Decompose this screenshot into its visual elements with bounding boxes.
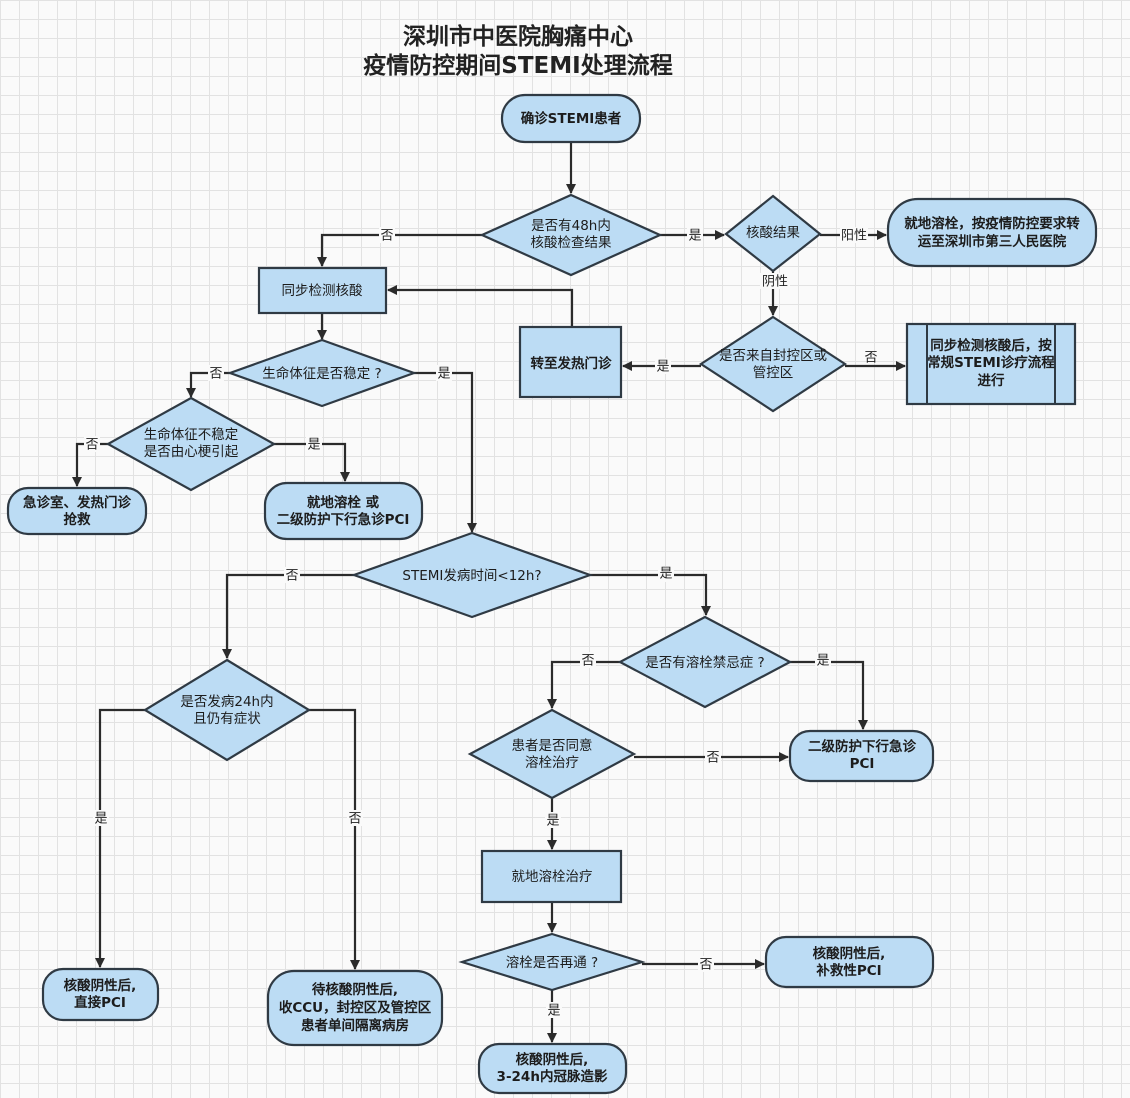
- node-text: 是否发病24h内: [180, 694, 273, 710]
- node-text: 直接PCI: [74, 994, 126, 1011]
- decision-reperfusion: 溶栓是否再通 ?: [458, 932, 646, 992]
- node-text: 同步检测核酸后，按: [930, 337, 1052, 354]
- node-sync-test: 同步检测核酸: [257, 266, 388, 315]
- node-text: 运至深圳市第三人民医院: [918, 233, 1067, 250]
- node-local-thrombolysis: 就地溶栓治疗: [480, 849, 623, 904]
- node-positive-transfer: 就地溶栓，按疫情防控要求转 运至深圳市第三人民医院: [886, 197, 1098, 268]
- node-text: PCI: [850, 756, 875, 772]
- label-no: 否: [348, 812, 361, 827]
- label-yes: 是: [816, 654, 829, 669]
- label-no: 否: [380, 229, 393, 244]
- node-text: 是否有溶栓禁忌症 ?: [645, 655, 764, 671]
- edge-vitals-yes: [414, 371, 477, 533]
- node-text: 生命体征是否稳定 ?: [262, 365, 381, 382]
- edge-contra-yes: [790, 660, 868, 730]
- label-no: 否: [706, 751, 719, 766]
- node-start: 确诊STEMI患者: [500, 93, 642, 144]
- node-emergency-pci: 二级防护下行急诊 PCI: [788, 729, 935, 783]
- edge-12h-no: [222, 573, 354, 659]
- node-angiography: 核酸阴性后, 3-24h内冠脉造影: [477, 1042, 628, 1095]
- edge-labels: 否 是 阳性 阴性 是 否 否 是 否 是 否 是 是 否 否 是 否 是 否 …: [84, 227, 878, 1019]
- decision-48h-test: 是否有48h内 核酸检查结果: [479, 193, 663, 277]
- node-text: STEMI发病时间<12h?: [402, 568, 541, 584]
- decision-test-result: 核酸结果: [724, 194, 822, 273]
- node-text: 患者单间隔离病房: [301, 1017, 409, 1034]
- node-text: 患者是否同意: [512, 737, 593, 754]
- node-text: 就地溶栓治疗: [512, 869, 593, 885]
- edge-24h-no: [309, 708, 360, 970]
- node-text: 核酸阴性后,: [813, 945, 886, 962]
- label-no: 否: [209, 367, 222, 382]
- decision-vitals-stable: 生命体征是否稳定 ?: [226, 338, 418, 408]
- label-negative: 阴性: [762, 275, 788, 290]
- node-text: 核酸阴性后,: [516, 1051, 589, 1068]
- label-yes: 是: [437, 367, 450, 382]
- decision-consent: 患者是否同意 溶栓治疗: [467, 708, 637, 800]
- node-text: 同步检测核酸: [282, 283, 363, 299]
- node-text: 抢救: [64, 511, 91, 528]
- edge-48h-no: [317, 233, 482, 267]
- node-text: 进行: [978, 372, 1006, 389]
- label-yes: 是: [307, 438, 320, 453]
- node-text: 就地溶栓 或: [307, 494, 380, 511]
- node-text: 管控区: [753, 365, 794, 381]
- node-text: 溶栓治疗: [525, 755, 579, 771]
- label-no: 否: [285, 569, 298, 584]
- node-text: 核酸阴性后,: [64, 977, 137, 994]
- decision-onset-24h: 是否发病24h内 且仍有症状: [142, 658, 312, 762]
- node-ccu: 待核酸阴性后, 收CCU，封控区及管控区 患者单间隔离病房: [266, 969, 444, 1047]
- title-line-1: 深圳市中医院胸痛中心: [403, 23, 633, 50]
- label-no: 否: [699, 958, 712, 973]
- node-text: 是否来自封控区或: [719, 348, 827, 364]
- node-text: 待核酸阴性后,: [312, 981, 398, 998]
- node-er-rescue: 急诊室、发热门诊 抢救: [6, 486, 148, 536]
- label-yes: 是: [659, 567, 672, 582]
- node-text: 是否有48h内: [531, 218, 611, 234]
- edge-12h-yes: [590, 573, 711, 616]
- node-routine-process: 同步检测核酸后，按 常规STEMI诊疗流程 进行: [905, 322, 1077, 406]
- node-text: 补救性PCI: [815, 962, 881, 979]
- decision-unstable-by-mi: 生命体征不稳定 是否由心梗引起: [105, 396, 277, 492]
- label-yes: 是: [546, 814, 559, 829]
- edge-contra-no: [547, 660, 620, 709]
- node-rescue-pci: 核酸阴性后, 补救性PCI: [764, 935, 935, 989]
- node-thrombolysis-or-pci: 就地溶栓 或 二级防护下行急诊PCI: [263, 481, 424, 541]
- label-yes: 是: [656, 360, 669, 375]
- label-yes: 是: [688, 229, 701, 244]
- label-no: 否: [85, 438, 98, 453]
- node-text: 常规STEMI诊疗流程: [927, 354, 1055, 371]
- label-no: 否: [864, 351, 877, 366]
- node-text: 二级防护下行急诊PCI: [277, 511, 410, 528]
- edge-24h-yes: [95, 708, 145, 968]
- decision-contraindication: 是否有溶栓禁忌症 ?: [617, 615, 793, 709]
- label-yes: 是: [547, 1004, 560, 1019]
- node-text: 急诊室、发热门诊: [23, 494, 131, 511]
- node-text: 溶栓是否再通 ?: [506, 955, 598, 971]
- node-text: 二级防护下行急诊: [808, 738, 916, 755]
- node-text: 核酸结果: [746, 225, 800, 241]
- node-text: 收CCU，封控区及管控区: [279, 999, 432, 1016]
- edge-fever-to-sync: [387, 285, 574, 327]
- decision-from-lockdown: 是否来自封控区或 管控区: [698, 315, 848, 413]
- label-yes: 是: [94, 812, 107, 827]
- node-text: 是否由心梗引起: [144, 444, 239, 460]
- label-no: 否: [581, 654, 594, 669]
- node-text: 3-24h内冠脉造影: [497, 1068, 608, 1085]
- title-line-2: 疫情防控期间STEMI处理流程: [363, 52, 672, 79]
- edge-mi-yes: [274, 442, 350, 482]
- node-text: 核酸检查结果: [531, 235, 612, 251]
- node-text: 且仍有症状: [193, 711, 261, 727]
- node-text: 转至发热门诊: [531, 355, 612, 372]
- node-fever-clinic: 转至发热门诊: [518, 325, 623, 399]
- node-text: 确诊STEMI患者: [521, 110, 622, 127]
- node-direct-pci: 核酸阴性后, 直接PCI: [41, 967, 160, 1022]
- node-text: 生命体征不稳定: [144, 426, 239, 443]
- label-positive: 阳性: [841, 229, 867, 244]
- node-text: 就地溶栓，按疫情防控要求转: [904, 215, 1080, 232]
- decision-onset-12h: STEMI发病时间<12h?: [350, 531, 594, 619]
